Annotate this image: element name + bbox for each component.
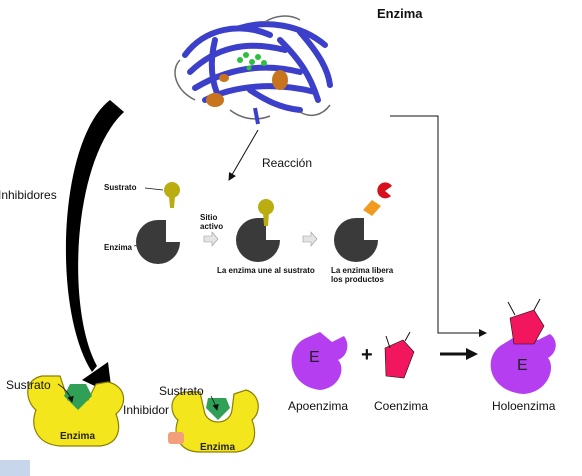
step2-caption: La enzima libera los productos xyxy=(331,266,394,284)
inhibitor-block xyxy=(168,432,184,444)
step-arrow-2 xyxy=(302,231,318,247)
inhibition-substrate-label-2: Sustrato xyxy=(159,384,204,398)
active-site-label: Sitio activo xyxy=(200,213,224,231)
reaction-panel xyxy=(133,182,392,264)
page-title: Enzima xyxy=(377,6,423,21)
bottom-left-image-fragment xyxy=(0,460,30,476)
holoenzyme-shape xyxy=(490,298,556,394)
step-arrow-1 xyxy=(203,231,219,247)
holoenzyme-connector-line xyxy=(390,115,487,337)
product-red xyxy=(377,182,392,199)
protein-structure-image xyxy=(174,15,335,125)
apoenzyme-shape xyxy=(291,332,348,390)
inhibitor-label: Inhibidor xyxy=(123,403,170,417)
coenzyme-label: Coenzima xyxy=(374,399,429,413)
apoenzyme-label: Apoenzima xyxy=(288,399,349,413)
holoenzyme-label: Holoenzima xyxy=(492,399,556,413)
apoenzyme-letter: E xyxy=(309,349,320,366)
coenzyme-shape xyxy=(384,331,415,379)
inhibition-enzyme-1 xyxy=(27,375,125,447)
enzyme-1 xyxy=(136,220,180,264)
enzyme-2 xyxy=(236,218,280,262)
reaction-label: Reacción xyxy=(262,156,313,170)
inhibitors-label: Inhibidores xyxy=(0,188,57,202)
substrate-2 xyxy=(258,199,274,215)
inhibition-substrate-label-1: Sustrato xyxy=(6,378,51,392)
plus-sign: + xyxy=(361,344,373,366)
step1-caption: La enzima une al sustrato xyxy=(217,266,315,275)
substrate-label: Sustrato xyxy=(104,183,137,192)
holoenzyme-letter: E xyxy=(517,357,528,374)
reaction-arrow xyxy=(228,129,259,181)
enzyme-label: Enzima xyxy=(104,243,133,252)
inhibitors-curved-arrow xyxy=(65,100,124,372)
product-orange xyxy=(363,200,381,216)
inhibition-enzyme-2 xyxy=(168,389,259,453)
substrate-1 xyxy=(164,182,180,198)
inhibition-enzyme-label-1: Enzima xyxy=(60,431,96,442)
inhibition-enzyme-label-2: Enzima xyxy=(200,442,236,453)
enzyme-3 xyxy=(334,218,378,262)
